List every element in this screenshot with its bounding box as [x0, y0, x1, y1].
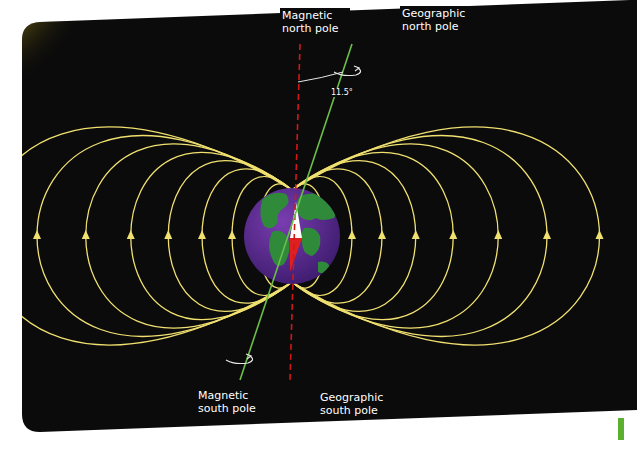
field-line	[168, 161, 292, 312]
field-arrow	[164, 230, 172, 239]
field-arrow	[543, 230, 551, 239]
axis-label: Geographic south pole	[318, 390, 400, 418]
field-arrow	[378, 230, 386, 239]
axis-label: Magnetic north pole	[280, 8, 350, 36]
axis-label: Geographic north pole	[400, 6, 482, 34]
rotation-arrow	[226, 66, 361, 364]
magnetic-axis	[290, 44, 300, 380]
field-arrow	[348, 230, 356, 239]
page-marker	[618, 418, 624, 440]
field-arrow	[494, 230, 502, 239]
field-arrow	[198, 230, 206, 239]
field-arrow	[82, 230, 90, 239]
angle-arc	[298, 72, 343, 82]
field-arrow	[33, 230, 41, 239]
field-arrow	[449, 230, 457, 239]
angle-label: 11.5°	[330, 88, 354, 97]
field-arrow	[228, 230, 236, 239]
axis-label: Magnetic south pole	[196, 388, 266, 416]
field-arrow	[412, 230, 420, 239]
field-lines	[0, 127, 604, 345]
field-arrow	[596, 230, 604, 239]
field-line	[292, 161, 416, 312]
field-line	[292, 152, 453, 319]
sun-glow	[0, 0, 98, 98]
background-panel	[22, 0, 637, 432]
field-arrow	[127, 230, 135, 239]
earth-globe	[244, 188, 340, 284]
